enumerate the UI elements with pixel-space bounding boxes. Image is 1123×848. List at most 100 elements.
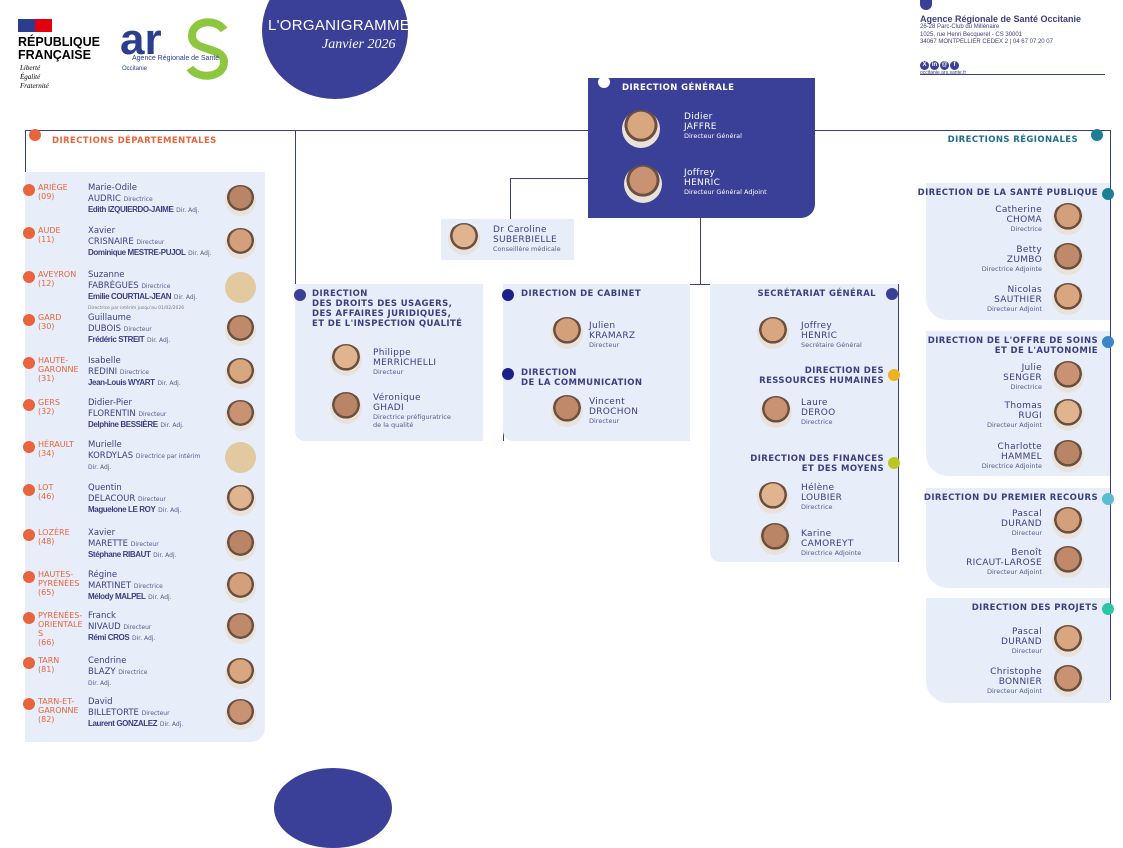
last-name: HENRIC <box>684 178 721 188</box>
director-last-name: AUDRIC <box>88 193 121 204</box>
adjoint-role: Dir. Adj. <box>159 721 184 728</box>
department-label: HÉRAULT(34) <box>38 440 88 458</box>
person-photo <box>1052 361 1084 393</box>
director-first-name: Xavier <box>88 226 116 236</box>
director-line: BILLETORTE Directeur <box>88 708 223 720</box>
person-photo <box>225 272 256 303</box>
regionales-title: DIRECTIONS RÉGIONALES <box>947 135 1078 145</box>
linkedin-icon[interactable]: in <box>930 60 939 70</box>
department-label: LOZÈRE(48) <box>38 528 88 546</box>
section-dot-icon <box>1102 188 1114 200</box>
departementales-dot-icon <box>29 129 41 141</box>
department-label: LOT(46) <box>38 483 88 501</box>
instagram-icon[interactable]: @ <box>940 60 949 70</box>
department-dot-icon <box>23 271 35 283</box>
adjoint-role: Dir. Adj. <box>176 207 200 214</box>
adjoint-name: Dominique MESTRE-PUJOL <box>88 248 186 257</box>
facebook-icon[interactable]: f <box>950 60 959 70</box>
rf-name-1: RÉPUBLIQUE <box>18 35 100 49</box>
first-name: Karine <box>801 529 832 539</box>
director-first-name: Murielle <box>88 440 122 450</box>
department-name: AVEYRON <box>38 270 77 279</box>
person-photo <box>1052 507 1084 539</box>
department-label: HAUTES-PYRÉNÉES(65) <box>38 570 88 597</box>
director-role: Directrice <box>118 668 148 676</box>
last-name: SUBERBIELLE <box>493 235 557 245</box>
adjoint-line: Mélody MALPEL Dir. Adj. <box>88 592 223 604</box>
connector <box>510 178 511 220</box>
director-line: AUDRIC Directrice <box>88 194 223 206</box>
last-name: ZUMBO <box>1006 255 1042 265</box>
communication-title: DIRECTION DE LA COMMUNICATION <box>521 368 643 388</box>
department-dot-icon <box>23 184 35 196</box>
adjoint-role: Dir. Adj. <box>88 680 112 687</box>
bottom-circle <box>274 768 392 848</box>
person-role: Directeur Adjoint <box>986 687 1042 695</box>
adjoint-role: Dir. Adj. <box>146 337 171 344</box>
department-label: HAUTE-GARONNE(31) <box>38 356 88 383</box>
adjoint-line: Emilie COURTIAL-JEAN Dir. Adj. <box>88 292 223 304</box>
section-dot-icon <box>1102 493 1114 505</box>
adjoint-role: Dir. Adj. <box>88 464 112 471</box>
adjoint-name: Rémi CROS <box>88 633 130 642</box>
first-name: Joffrey <box>684 168 715 178</box>
connector <box>25 130 588 131</box>
person-role: Directeur <box>589 341 620 349</box>
director-first-name: Cendrine <box>88 656 127 666</box>
director-first-name: Guillaume <box>88 313 132 323</box>
director-first-name: Isabelle <box>88 356 121 366</box>
director-last-name: BLAZY <box>88 666 116 677</box>
adjoint-name: Frédéric STREIT <box>88 335 145 344</box>
connector <box>503 284 898 285</box>
director-line: DELACOUR Directeur <box>88 494 223 506</box>
person-photo <box>225 358 256 389</box>
section-dot-icon <box>888 457 900 469</box>
person-photo <box>757 317 789 349</box>
first-name: Véronique <box>373 393 421 403</box>
director-line: MARETTE Directeur <box>88 539 223 551</box>
direction-generale-title: DIRECTION GÉNÉRALE <box>622 83 735 93</box>
director-last-name: KORDYLAS <box>88 450 134 461</box>
connector <box>1110 130 1111 700</box>
first-name: Betty <box>1016 245 1042 255</box>
director-last-name: MARETTE <box>88 538 129 549</box>
director-role: Directeur <box>123 325 152 333</box>
department-dot-icon <box>23 314 35 326</box>
person-role: Directeur <box>373 368 404 376</box>
adjoint-role: Dir. Adj. <box>153 552 177 559</box>
website-link[interactable]: occitanie.ars.sante.fr <box>920 69 967 76</box>
department-name: TARN-ET-GARONNE <box>38 697 79 715</box>
director-first-name: Xavier <box>88 528 116 538</box>
adjoint-line: Rémi CROS Dir. Adj. <box>88 633 223 645</box>
person-role: Directrice Adjointe <box>801 549 862 557</box>
person-photo <box>1052 399 1084 431</box>
department-name: HAUTE-GARONNE <box>38 356 79 374</box>
department-dot-icon <box>23 227 35 239</box>
director-line: REDINI Directrice <box>88 367 223 379</box>
rh-title: DIRECTION DES RESSOURCES HUMAINES <box>759 366 884 386</box>
address-line: 1025, rue Henri Becquerel - CS 30001 <box>920 31 1023 38</box>
last-name: DROCHON <box>589 407 639 417</box>
x-icon[interactable]: X <box>920 60 929 70</box>
adjoint-role: Dir. Adj. <box>173 294 198 301</box>
adjoint-name: Stéphane RIBAUT <box>88 550 151 559</box>
director-line: BLAZY Directrice <box>88 667 223 679</box>
person-photo <box>225 400 256 431</box>
director-first-name: Franck <box>88 611 116 621</box>
adjoint-name: Maguelone LE ROY <box>88 505 156 514</box>
director-last-name: FLORENTIN <box>88 408 136 419</box>
first-name: Pascal <box>1012 509 1042 519</box>
first-name: Joffrey <box>801 321 832 331</box>
department-code: (81) <box>38 665 55 674</box>
connector <box>510 178 588 179</box>
adjoint-role: Dir. Adj. <box>188 250 212 257</box>
department-dot-icon <box>23 529 35 541</box>
